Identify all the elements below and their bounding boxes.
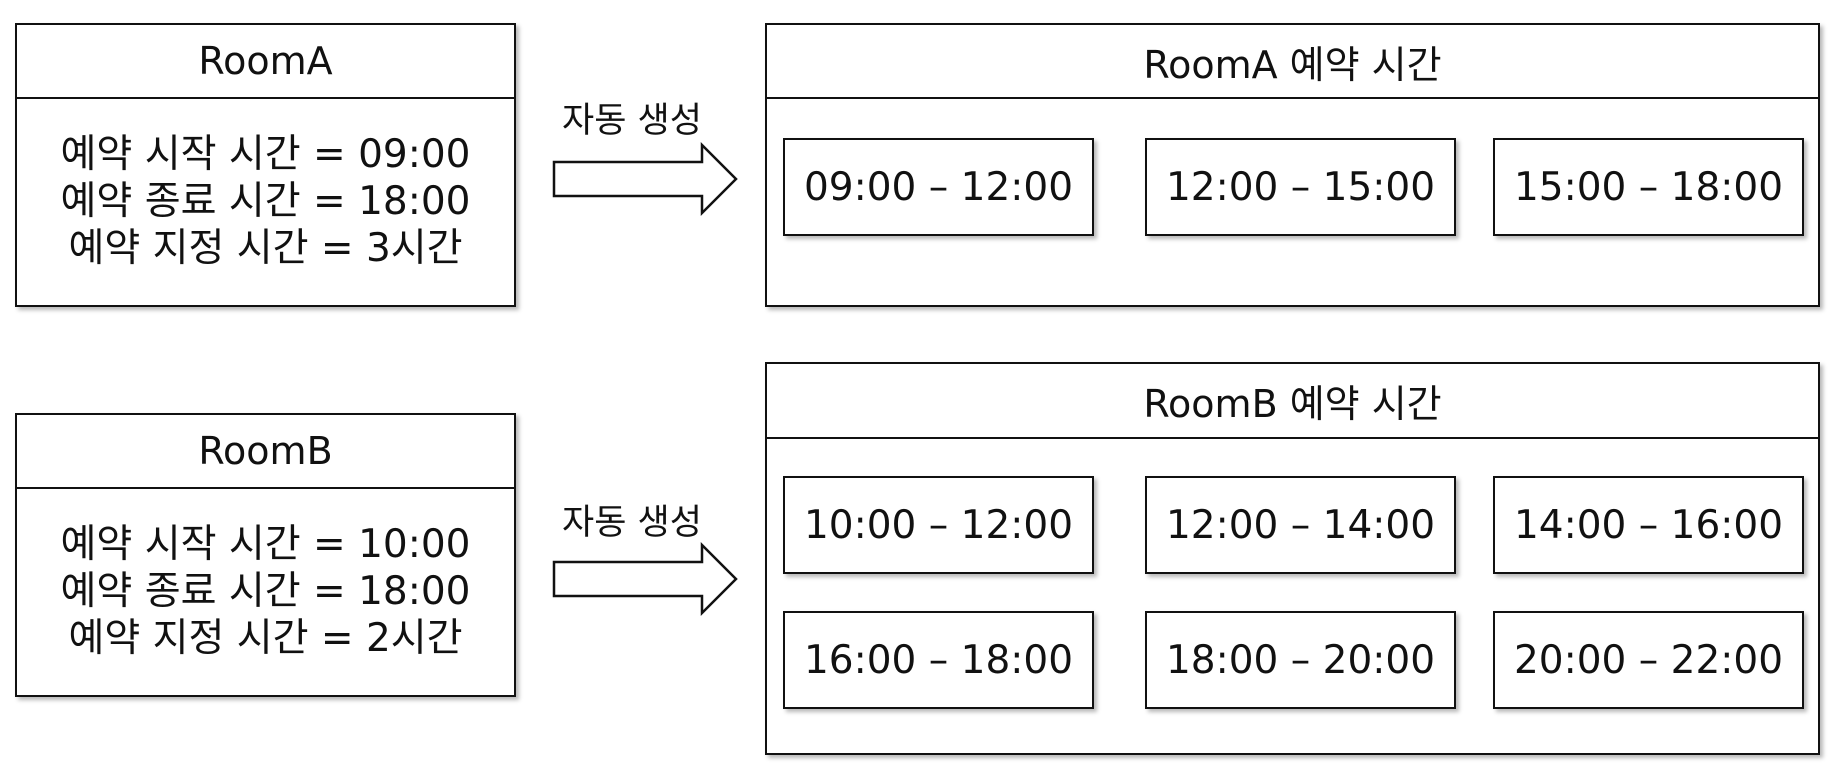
room-a-schedule-title: RoomA 예약 시간 [767,25,1818,99]
room-b-config-lines: 예약 시작 시간 = 10:00 예약 종료 시간 = 18:00 예약 지정 … [17,487,514,695]
room-a-arrow-label: 자동 생성 [562,101,702,141]
room-a-slot-2: 12:00 – 15:00 [1145,138,1456,236]
room-b-arrow-icon [552,541,738,617]
room-a-arrow-icon [552,141,738,217]
room-a-slot-3: 15:00 – 18:00 [1493,138,1804,236]
room-a-config-box: RoomA 예약 시작 시간 = 09:00 예약 종료 시간 = 18:00 … [15,23,516,307]
room-b-start-time: 예약 시작 시간 = 10:00 [60,521,471,567]
room-b-end-time: 예약 종료 시간 = 18:00 [60,568,471,614]
room-b-title: RoomB [17,415,514,489]
room-b-slot-duration: 예약 지정 시간 = 2시간 [68,615,463,661]
room-a-slot-duration: 예약 지정 시간 = 3시간 [68,225,463,271]
room-b-slot-3: 14:00 – 16:00 [1493,476,1804,574]
room-a-start-time: 예약 시작 시간 = 09:00 [60,131,471,177]
room-b-arrow-label: 자동 생성 [562,503,702,543]
room-a-slot-1: 09:00 – 12:00 [783,138,1094,236]
room-b-config-box: RoomB 예약 시작 시간 = 10:00 예약 종료 시간 = 18:00 … [15,413,516,697]
room-b-schedule-title: RoomB 예약 시간 [767,364,1818,439]
room-b-slot-2: 12:00 – 14:00 [1145,476,1456,574]
room-a-title: RoomA [17,25,514,99]
room-a-config-lines: 예약 시작 시간 = 09:00 예약 종료 시간 = 18:00 예약 지정 … [17,97,514,305]
room-b-slot-1: 10:00 – 12:00 [783,476,1094,574]
room-b-slot-4: 16:00 – 18:00 [783,611,1094,709]
room-b-slot-5: 18:00 – 20:00 [1145,611,1456,709]
room-a-end-time: 예약 종료 시간 = 18:00 [60,178,471,224]
room-b-slot-6: 20:00 – 22:00 [1493,611,1804,709]
